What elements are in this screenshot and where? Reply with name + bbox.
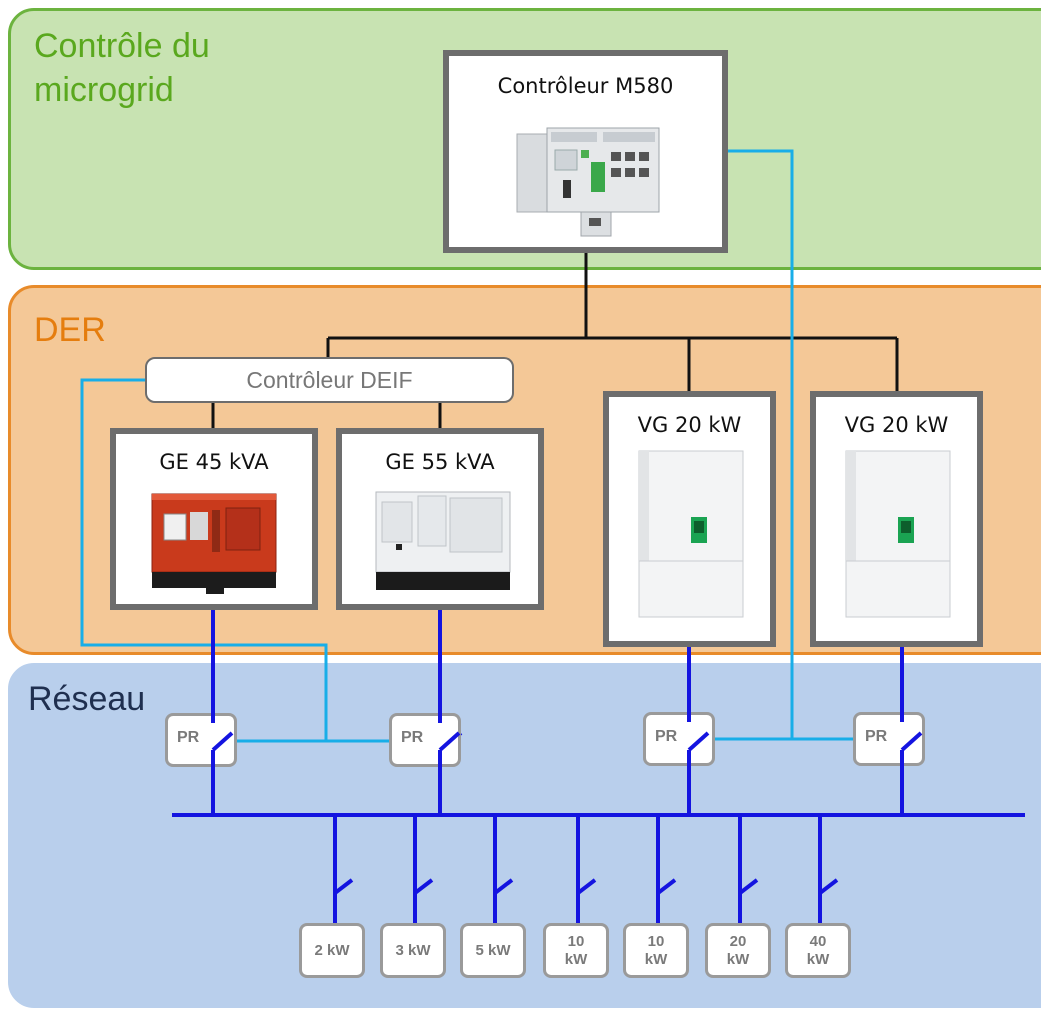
control-lines bbox=[211, 252, 899, 428]
inverter-image bbox=[845, 450, 951, 618]
white-generator-image bbox=[375, 491, 511, 590]
zone-title-grid: Réseau bbox=[28, 680, 146, 718]
zone-title-control: Contrôle du microgrid bbox=[34, 27, 210, 109]
inverter-1-box: VG 20 kW bbox=[603, 391, 776, 647]
load-40kw[interactable]: 40 kW bbox=[785, 923, 851, 978]
load-label: 10 kW bbox=[644, 932, 668, 968]
red-generator-image bbox=[151, 493, 277, 594]
power-lines bbox=[172, 608, 1025, 817]
inverter-2-label: VG 20 kW bbox=[844, 413, 949, 437]
relay-pr-label: PR bbox=[655, 728, 678, 745]
plc-controller-image bbox=[516, 127, 660, 237]
generator-55kva-label: GE 55 kVA bbox=[385, 450, 495, 474]
zone-title-der: DER bbox=[34, 311, 106, 349]
load-label: 20 kW bbox=[726, 932, 750, 968]
load-label: 2 kW bbox=[314, 941, 350, 959]
load-10kw-b[interactable]: 10 kW bbox=[623, 923, 689, 978]
comm-lines bbox=[80, 149, 853, 743]
feeder-40kw bbox=[818, 815, 839, 923]
relay-pr-label: PR bbox=[865, 728, 888, 745]
load-2kw[interactable]: 2 kW bbox=[299, 923, 365, 978]
load-3kw[interactable]: 3 kW bbox=[380, 923, 446, 978]
controller-m580-label: Contrôleur M580 bbox=[497, 74, 674, 98]
inverter-1-label: VG 20 kW bbox=[637, 413, 742, 437]
feeder-10kw-a bbox=[576, 815, 597, 923]
generator-45kva-label: GE 45 kVA bbox=[159, 450, 269, 474]
load-label: 5 kW bbox=[475, 941, 511, 959]
feeder-20kw bbox=[738, 815, 759, 923]
feeder-2kw bbox=[333, 815, 354, 923]
load-label: 3 kW bbox=[395, 941, 431, 959]
relay-pr-label: PR bbox=[177, 729, 200, 746]
load-10kw-a[interactable]: 10 kW bbox=[543, 923, 609, 978]
feeder-5kw bbox=[493, 815, 514, 923]
inverter-2-box: VG 20 kW bbox=[810, 391, 983, 647]
relay-pr-label: PR bbox=[401, 729, 424, 746]
load-5kw[interactable]: 5 kW bbox=[460, 923, 526, 978]
inverter-image bbox=[638, 450, 744, 618]
controller-m580-box: Contrôleur M580 bbox=[443, 50, 728, 253]
load-label: 40 kW bbox=[806, 932, 830, 968]
deif-controller: Contrôleur DEIF bbox=[145, 357, 514, 403]
load-feeders bbox=[333, 815, 839, 923]
load-20kw[interactable]: 20 kW bbox=[705, 923, 771, 978]
generator-45kva-box: GE 45 kVA bbox=[110, 428, 318, 610]
load-label: 10 kW bbox=[564, 932, 588, 968]
feeder-10kw-b bbox=[656, 815, 677, 923]
generator-55kva-box: GE 55 kVA bbox=[336, 428, 544, 610]
feeder-3kw bbox=[413, 815, 434, 923]
